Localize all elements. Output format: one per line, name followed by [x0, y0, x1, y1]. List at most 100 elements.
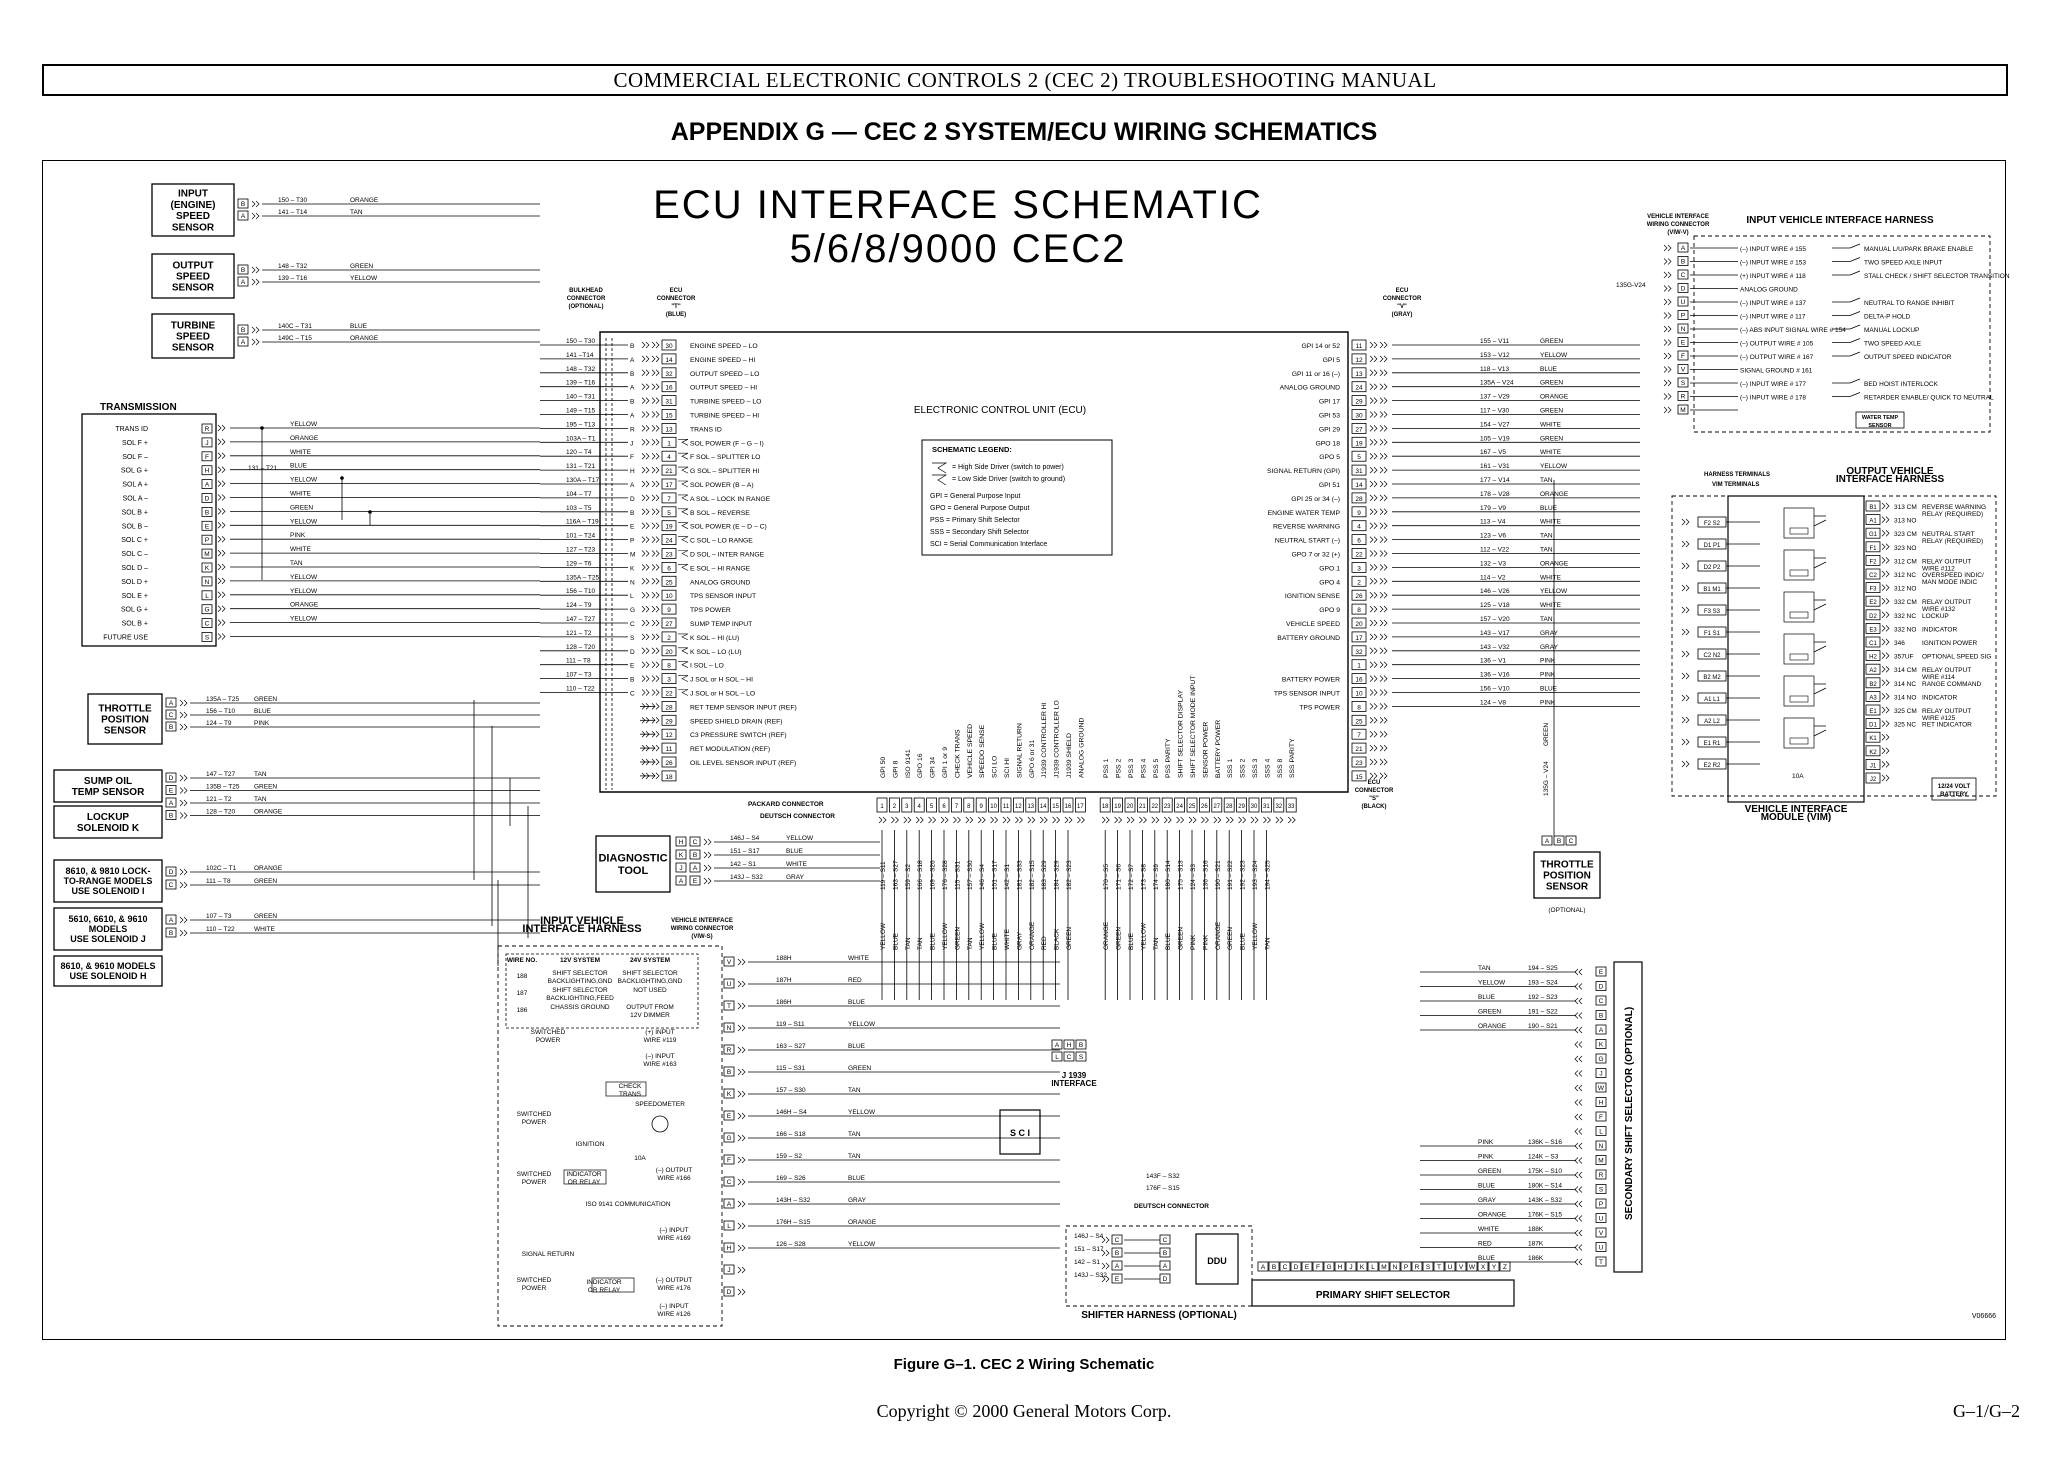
connector-chevron — [1369, 661, 1374, 668]
wire-number: 101 – T24 — [566, 533, 596, 540]
switch-symbol — [1849, 378, 1861, 384]
connector-chevron — [990, 816, 995, 824]
speed-sensor-pin — [237, 264, 249, 275]
connector-chevron — [641, 466, 646, 474]
connector-chevron — [641, 439, 646, 446]
connector-chevron — [641, 578, 646, 585]
transmission-pin-label: R — [205, 426, 210, 433]
connector-chevron — [655, 744, 660, 752]
connector-chevron — [1369, 480, 1374, 488]
connector-chevron — [1373, 675, 1378, 682]
vim-output-pin-label: B1 — [1869, 505, 1877, 511]
bulkhead-pin: B — [630, 677, 634, 684]
wire-number: 171 – S6 — [1116, 864, 1123, 890]
sss-pin — [1595, 966, 1607, 977]
ecu-s-pin — [1099, 797, 1111, 813]
wire-color: BLUE — [848, 1175, 866, 1182]
ecu-s-pin-number: 6 — [942, 804, 946, 810]
viw-s-pin — [723, 1286, 735, 1297]
connector-chevron — [641, 647, 646, 655]
vim-left-pin-label: B1 M1 — [1703, 587, 1721, 593]
j1939-pin — [1075, 1039, 1087, 1050]
wire-color: ORANGE — [848, 1219, 877, 1226]
connector-chevron — [1379, 772, 1384, 780]
viw-s-pin — [723, 1110, 735, 1121]
viw-v-function: MANUAL L/U/PARK BRAKE ENABLE — [1864, 246, 1974, 253]
ecu-v-pin — [1351, 659, 1367, 671]
connector-chevron — [1681, 738, 1686, 746]
wire-color: WHITE — [786, 861, 808, 868]
connector-chevron — [1379, 536, 1384, 543]
transmission-pin — [201, 632, 213, 642]
vim-output-pin — [1865, 595, 1881, 607]
sss-pin — [1595, 1242, 1607, 1252]
throttle-right-pin-label: A — [1545, 838, 1550, 845]
ecu-s-pin-function: SSS PARITY — [1289, 738, 1296, 778]
ecu-t-pin-number: 11 — [666, 746, 673, 753]
connector-chevron — [1167, 816, 1172, 824]
sss-pin — [1595, 1126, 1607, 1136]
ddu-label: DDU — [1207, 1256, 1227, 1266]
wire-number: 115 – S31 — [776, 1065, 806, 1072]
viw-v-pin — [1677, 296, 1689, 307]
wire-number: 163 – S27 — [776, 1043, 806, 1050]
lockup-solenoid-text: SOLENOID K — [77, 823, 140, 834]
connector-chevron — [1667, 406, 1672, 414]
connector-chevron — [1881, 543, 1886, 551]
connector-chevron — [741, 1046, 746, 1054]
ecu-connector-s-label: (BLACK) — [1362, 804, 1387, 810]
sump-pin — [165, 797, 177, 808]
connector-chevron — [1105, 1249, 1110, 1257]
transmission-pin — [201, 590, 213, 601]
wire-number: 129 – T6 — [566, 560, 592, 567]
ecu-v-pin-number: 2 — [1357, 579, 1361, 586]
wire-number: 180 – S14 — [1165, 860, 1172, 890]
pss-pin-label: T — [1437, 1264, 1441, 1271]
connector-chevron — [641, 619, 646, 627]
connector-chevron — [737, 1266, 742, 1274]
transmission-pin — [201, 465, 213, 476]
schematic-legend — [921, 439, 1113, 556]
connector-chevron — [1681, 606, 1686, 614]
connector-chevron — [1885, 597, 1890, 605]
harness-left-label: WIRE #126 — [657, 1311, 691, 1318]
throttle-right-pin-label: C — [1569, 838, 1574, 845]
connector-chevron — [179, 881, 184, 889]
wire-number: 180K – S14 — [1528, 1183, 1562, 1190]
model-pin — [165, 866, 177, 877]
connector-chevron — [221, 466, 226, 473]
bulkhead-pin: D — [630, 649, 635, 656]
connector-chevron — [895, 816, 899, 824]
ecu-s-pin-number: 16 — [1065, 804, 1072, 810]
wire-number: 149 – T15 — [566, 408, 596, 415]
wire-color: GREEN — [1540, 435, 1563, 442]
diag-pin-packard-label: A — [679, 878, 684, 885]
connector-chevron — [1578, 1186, 1583, 1193]
ecu-t-pin-number: 14 — [665, 357, 673, 364]
connector-chevron — [183, 812, 188, 819]
vim-output-pin — [1865, 718, 1881, 729]
wire-color: TAN — [254, 771, 267, 778]
diag-pin-deutsch-label: E — [693, 878, 698, 885]
connector-chevron — [655, 633, 660, 641]
wire-number: 194 – S25 — [1264, 860, 1271, 890]
driver-symbol — [678, 508, 689, 516]
connector-chevron — [1379, 591, 1384, 599]
wire-number: 176F – S15 — [1146, 1185, 1180, 1192]
connector-chevron — [1574, 1055, 1579, 1063]
input-vehicle-harness-title: INPUT VEHICLE INTERFACE HARNESS — [1746, 215, 1934, 226]
bulkhead-pin: M — [630, 552, 635, 559]
transmission-pin — [201, 576, 213, 587]
diag-pin-packard — [675, 862, 687, 873]
wire-color: GREEN — [254, 878, 277, 885]
ecu-v-pin-number: 6 — [1357, 538, 1361, 545]
ecu-v-pin — [1351, 478, 1367, 490]
connector-chevron — [737, 980, 742, 988]
bulkhead-pin: G — [630, 607, 635, 614]
ecu-v-pin-function: GPO 1 — [1319, 565, 1340, 572]
sss-pin-label: E — [1599, 969, 1604, 976]
connector-chevron — [1238, 816, 1243, 824]
ecu-v-pin-number: 7 — [1357, 732, 1361, 739]
wire-number: 146H – S4 — [776, 1109, 807, 1116]
connector-chevron — [655, 439, 660, 446]
